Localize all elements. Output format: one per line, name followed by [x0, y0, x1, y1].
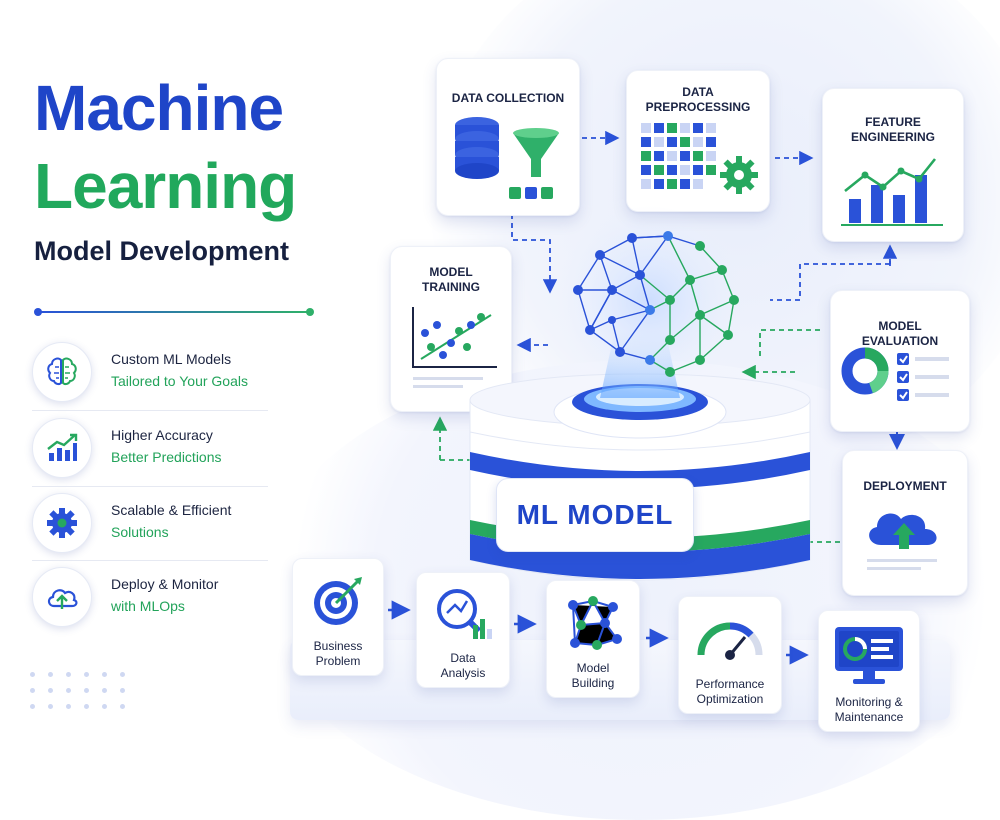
magnifier-chart-icon — [437, 589, 492, 639]
connector-arrows — [432, 130, 905, 550]
step-performance-optimization: Performance Optimization — [678, 596, 782, 714]
step-label: Business — [313, 639, 363, 653]
feature-line1: Custom ML Models — [111, 351, 232, 367]
feature-deploy: Deploy & Monitor with MLOps — [32, 567, 268, 631]
card-title: DATA — [682, 85, 714, 99]
database-funnel-icon — [455, 117, 559, 199]
gauge-icon — [697, 622, 763, 660]
feature-divider — [32, 560, 268, 561]
step-label: Building — [571, 676, 615, 690]
card-title: MODEL — [878, 319, 922, 333]
step-label: Monitoring & — [835, 695, 903, 709]
feature-accuracy: Higher Accuracy Better Predictions — [32, 418, 268, 482]
feature-divider — [32, 486, 268, 487]
hero-divider — [34, 308, 314, 316]
card-title: ENGINEERING — [850, 130, 935, 144]
scatter-plot-icon — [412, 307, 497, 388]
bar-trend-icon — [841, 158, 943, 226]
step-label: Analysis — [440, 666, 486, 680]
ml-model-label: ML MODEL — [496, 478, 694, 552]
step-label: Model — [576, 661, 610, 675]
brain-icon — [32, 342, 92, 402]
card-data-preprocessing: DATA PREPROCESSING — [626, 70, 770, 212]
card-title: DATA COLLECTION — [451, 91, 565, 105]
card-title: MODEL — [429, 265, 473, 279]
feature-line1: Deploy & Monitor — [111, 576, 219, 592]
step-label: Problem — [315, 654, 361, 668]
step-label: Performance — [695, 677, 765, 691]
step-business-problem: Business Problem — [292, 558, 384, 676]
card-model-evaluation: MODEL EVALUATION — [830, 290, 970, 432]
workflow-arrows — [388, 600, 809, 665]
card-title: EVALUATION — [861, 334, 939, 348]
network-icon — [568, 596, 622, 650]
title-machine: Machine — [34, 72, 284, 144]
feature-divider — [32, 410, 268, 411]
decorative-dot-grid — [30, 672, 134, 712]
monitor-icon — [835, 627, 903, 684]
feature-line2: with MLOps — [111, 598, 185, 614]
card-data-collection: DATA COLLECTION — [436, 58, 580, 216]
card-title: FEATURE — [865, 115, 921, 129]
feature-line1: Higher Accuracy — [111, 427, 213, 443]
cloud-upload-icon — [32, 567, 92, 627]
step-data-analysis: Data Analysis — [416, 572, 510, 688]
feature-line2: Better Predictions — [111, 449, 222, 465]
hero: Machine Learning Model Development — [34, 72, 297, 267]
step-monitoring-maintenance: Monitoring & Maintenance — [818, 610, 920, 732]
cloud-upload-icon — [867, 513, 937, 570]
title-learning: Learning — [34, 150, 297, 222]
step-label: Data — [450, 651, 476, 665]
donut-checklist-icon — [841, 347, 949, 401]
growth-chart-icon — [32, 418, 92, 478]
card-title: TRAINING — [422, 280, 480, 294]
card-feature-engineering: FEATURE ENGINEERING — [822, 88, 964, 242]
card-deployment: DEPLOYMENT — [842, 450, 968, 596]
feature-custom-models: Custom ML Models Tailored to Your Goals — [32, 342, 268, 406]
step-label: Optimization — [696, 692, 764, 706]
step-label: Maintenance — [834, 710, 904, 724]
feature-line2: Solutions — [111, 524, 169, 540]
target-icon — [314, 577, 362, 625]
subtitle: Model Development — [34, 236, 290, 266]
data-grid-gear-icon — [641, 123, 758, 194]
card-title: PREPROCESSING — [645, 100, 751, 114]
feature-line1: Scalable & Efficient — [111, 502, 232, 518]
feature-line2: Tailored to Your Goals — [111, 373, 248, 389]
gear-icon — [32, 493, 92, 553]
card-title: DEPLOYMENT — [863, 479, 947, 493]
card-model-training: MODEL TRAINING — [390, 246, 512, 412]
feature-scalable: Scalable & Efficient Solutions — [32, 493, 268, 557]
step-model-building: Model Building — [546, 580, 640, 698]
